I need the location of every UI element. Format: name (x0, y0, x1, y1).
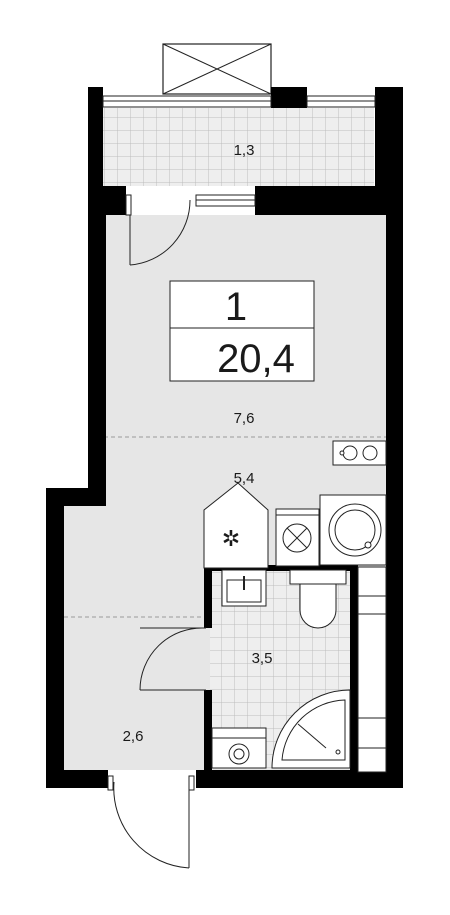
area-labels: 1,3 7,6 5,4 3,5 2,6 (123, 142, 273, 745)
washer-icon (275, 508, 320, 567)
balcony-window-box (162, 43, 272, 95)
kitchen-fixtures: ✲ (203, 440, 387, 569)
bathroom-area-label: 3,5 (252, 650, 273, 667)
balcony-area-label: 1,3 (234, 142, 255, 159)
bath-washer-icon (211, 727, 267, 769)
kitchen-area-label: 5,4 (234, 470, 255, 487)
washbasin-icon (221, 569, 267, 607)
hob-icon (332, 440, 387, 466)
total-area: 20,4 (217, 337, 295, 381)
bathroom-door (139, 627, 206, 691)
balcony-door (125, 194, 191, 266)
toilet-icon (289, 569, 347, 629)
doors (107, 194, 206, 869)
fridge-icon: ✲ (203, 482, 269, 569)
hallway-area-label: 2,6 (123, 728, 144, 745)
windows (102, 95, 387, 773)
walls (46, 87, 403, 788)
kitchen-sink-icon (319, 494, 387, 566)
svg-text:✲: ✲ (222, 526, 240, 551)
side-window (357, 566, 387, 773)
rooms-count: 1 (225, 285, 247, 329)
balcony-floor (102, 108, 374, 186)
apartment-info-box: 1 20,4 (169, 280, 315, 382)
shower-tray-icon (271, 689, 351, 769)
bathroom-fixtures (211, 569, 351, 769)
living-area-label: 7,6 (234, 410, 255, 427)
entrance-door (107, 775, 195, 869)
